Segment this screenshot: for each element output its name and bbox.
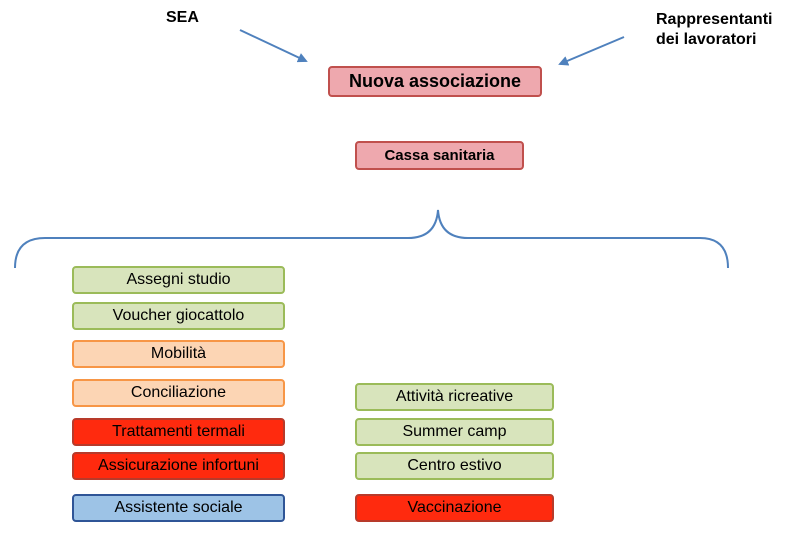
- arrow-left: [239, 29, 308, 63]
- right-item-centro-estivo: Centro estivo: [355, 452, 554, 480]
- brace: [14, 209, 729, 269]
- left-item-assistente-sociale: Assistente sociale: [72, 494, 285, 522]
- left-item-trattamenti-termali: Trattamenti termali: [72, 418, 285, 446]
- right-item-attivita-ricreative: Attività ricreative: [355, 383, 554, 411]
- sea-label: SEA: [166, 9, 199, 26]
- left-item-assicurazione-infortuni: Assicurazione infortuni: [72, 452, 285, 480]
- health-fund-box: Cassa sanitaria: [355, 141, 524, 170]
- left-item-conciliazione: Conciliazione: [72, 379, 285, 407]
- arrow-right: [558, 36, 625, 66]
- workers-representatives-label: Rappresentanti dei lavoratori: [656, 10, 772, 50]
- workers-representatives-line1: Rappresentanti: [656, 11, 773, 28]
- workers-representatives-line2: dei lavoratori: [656, 31, 757, 48]
- right-item-vaccinazione: Vaccinazione: [355, 494, 554, 522]
- left-item-voucher-giocattolo: Voucher giocattolo: [72, 302, 285, 330]
- new-association-box: Nuova associazione: [328, 66, 542, 97]
- left-item-mobilita: Mobilità: [72, 340, 285, 368]
- right-item-summer-camp: Summer camp: [355, 418, 554, 446]
- left-item-assegni-studio: Assegni studio: [72, 266, 285, 294]
